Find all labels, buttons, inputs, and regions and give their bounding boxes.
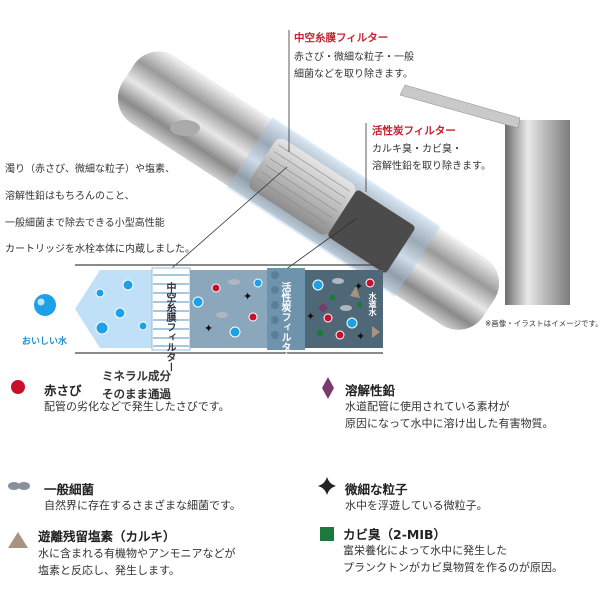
legend-desc: 水中を浮遊している微粒子。 <box>345 499 488 512</box>
svg-text:✦: ✦ <box>356 330 365 343</box>
bacteria-particles <box>216 278 352 318</box>
legend-title: 微細な粒子 <box>345 482 408 497</box>
mineral-particles <box>95 278 358 338</box>
tan-triangle-icon <box>8 532 28 548</box>
mineral-legend-line: ミネラル成分 <box>102 369 171 383</box>
chlorine-particles <box>350 286 380 338</box>
carbon-callout-line: カルキ臭・カビ臭・ <box>372 144 462 155</box>
carbon-callout-title: 活性炭フィルター <box>372 125 456 137</box>
carbon-filter-label: 活性炭フィルター <box>279 282 290 362</box>
hollow-fiber-callout-line: 細菌などを取り除きます。 <box>294 69 413 80</box>
svg-text:✦: ✦ <box>204 322 213 335</box>
mold-particles <box>317 295 362 336</box>
hollow-fiber-callout-line: 赤さび・微細な粒子・一般 <box>294 52 414 63</box>
hollow-fiber-callout-title: 中空糸膜フィルター <box>294 32 389 44</box>
gray-bacteria-icon <box>8 482 30 490</box>
sparkle-particles: ✦ ✦ ✦ ✦ ✦ <box>204 280 365 343</box>
image-note: ※画像・イラストはイメージです。 <box>485 319 600 328</box>
rust-particles <box>211 278 375 340</box>
intro-line: 一般細菌まで除去できる小型高性能 <box>5 218 165 229</box>
svg-text:✦: ✦ <box>243 290 252 303</box>
intro-line: 溶解性鉛はもちろんのこと、 <box>5 191 135 202</box>
legend-desc: 塩素と反応し、発生します。 <box>38 564 180 577</box>
intro-line: カートリッジを水栓本体に内蔵しました。 <box>5 244 195 255</box>
filtration-diagram: ✦ ✦ ✦ ✦ ✦ <box>34 264 383 354</box>
legend-title: カビ臭（2-MIB） <box>343 527 447 542</box>
svg-text:✦: ✦ <box>354 280 363 293</box>
carbon-callout-line: 溶解性鉛を取り除きます。 <box>372 161 491 172</box>
legend-title: 遊離残留塩素（カルキ） <box>38 529 176 544</box>
legend-desc: プランクトンがカビ臭物質を作るのが原因。 <box>343 561 563 574</box>
svg-text:✦: ✦ <box>306 310 315 323</box>
legend-title: 赤さび <box>44 383 82 398</box>
intro-line: 濁り（赤さび、微細な粒子）や塩素、 <box>5 164 175 175</box>
legend-desc: 水に含まれる有機物やアンモニアなどが <box>38 547 236 560</box>
red-rust-icon <box>11 380 25 394</box>
legend-title: 溶解性鉛 <box>345 383 396 398</box>
legend-desc: 水道配管に使用されている素材が <box>345 400 510 413</box>
tasty-water-drop-icon <box>34 294 56 316</box>
mineral-legend-line: そのまま通過 <box>102 387 171 401</box>
tap-water-label: 水道水 <box>368 292 377 316</box>
legend-desc: 原因になって水中に溶け出した有害物質。 <box>345 417 554 430</box>
legend-desc: 配管の劣化などで発生したさびです。 <box>44 400 230 413</box>
legend-desc: 富栄養化によって水中に発生した <box>343 544 508 557</box>
faucet-illustration <box>117 30 570 330</box>
lead-particle <box>318 303 328 313</box>
tasty-water-label: おいしい水 <box>22 337 68 347</box>
green-square-icon <box>320 527 334 541</box>
legend-title: 一般細菌 <box>44 482 95 497</box>
legend-desc: 自然界に存在するさまざまな細菌です。 <box>44 499 241 512</box>
hollow-filter-label: 中空糸膜フィルター <box>164 282 175 372</box>
black-sparkle-icon <box>318 477 336 495</box>
purple-diamond-icon <box>322 377 334 399</box>
